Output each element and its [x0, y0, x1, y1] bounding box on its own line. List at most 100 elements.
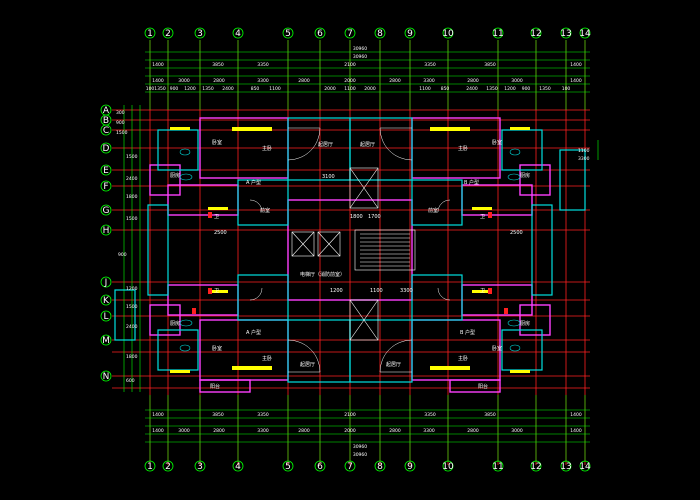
axis-bot-12: 12 — [530, 462, 541, 472]
label-elevator-hall: 电梯厅（消防前室） — [300, 271, 345, 278]
label-kitchen-tr: 厨房 — [520, 172, 530, 179]
bot-det-9: 2800 — [467, 428, 479, 434]
label-master-bedroom-br: 主卧 — [458, 355, 468, 362]
label-unit-a: A 户型 — [246, 179, 261, 186]
top-mid-8: 3300 — [423, 78, 435, 84]
axis-top-8: 8 — [377, 29, 383, 39]
top-det-1: 100 — [146, 86, 155, 92]
top-det-13: 850 — [441, 86, 450, 92]
top-det-3: 900 — [170, 86, 179, 92]
label-hall-right: 前室 — [428, 207, 438, 214]
axis-left-6: F — [103, 182, 108, 192]
axis-top-2: 2 — [165, 29, 171, 39]
bot-det-6: 2000 — [344, 428, 356, 434]
bot-mid-4: 2100 — [344, 412, 356, 418]
axis-left-7: G — [103, 206, 110, 216]
axis-left-1: A — [103, 106, 110, 116]
label-dim-1800: 1800 — [350, 214, 363, 220]
axis-left-11: L — [103, 312, 108, 322]
axis-top-6: 6 — [317, 29, 323, 39]
label-dim-1200: 1200 — [330, 288, 343, 294]
bot-det-11: 1400 — [570, 428, 582, 434]
label-bedroom-bl: 卧室 — [212, 345, 222, 352]
top-det-12: 1100 — [419, 86, 431, 92]
top-seg-7: 1400 — [570, 62, 582, 68]
label-kitchen-bl: 厨房 — [170, 320, 180, 327]
label-unit-b-bottom: B 户型 — [460, 329, 475, 336]
bottom-dims: 1400 3850 3350 2100 3350 3850 1400 1400 … — [152, 412, 582, 434]
top-overall-dim: 30960 — [353, 46, 367, 52]
bot-det-3: 2800 — [213, 428, 225, 434]
axis-left-10: K — [103, 296, 110, 306]
left-dim-12: 1800 — [126, 354, 138, 360]
fixtures — [179, 148, 521, 352]
axis-left-13: N — [103, 372, 110, 382]
fixtures-red — [192, 212, 508, 314]
bot-det-1: 1400 — [152, 428, 164, 434]
bot-mid-7: 1400 — [570, 412, 582, 418]
axis-left-2: B — [103, 116, 109, 126]
label-dim-2500-l: 2500 — [214, 230, 227, 236]
top-seg-6: 3850 — [484, 62, 496, 68]
label-unit-b: B 户型 — [464, 179, 479, 186]
label-living-room-br: 起居厅 — [386, 362, 401, 368]
top-det-19: 100 — [562, 86, 571, 92]
label-hall-left: 前室 — [260, 207, 270, 214]
bottom-overall-dim: 30960 — [353, 444, 367, 450]
top-mid-4: 3300 — [257, 78, 269, 84]
left-dim-13: 600 — [126, 378, 135, 384]
top-mid-11: 1400 — [570, 78, 582, 84]
top-mid-dims: 1400 3000 2800 3300 2800 2000 2800 3300 … — [152, 78, 582, 84]
label-toilet-tl: 卫 — [214, 214, 219, 220]
axis-bot-4: 4 — [235, 462, 241, 472]
axis-left-12: M — [102, 336, 110, 346]
axis-left-8: H — [103, 226, 110, 236]
axis-bubbles-top — [144, 27, 591, 39]
top-det-7: 850 — [251, 86, 260, 92]
label-bedroom-br: 卧室 — [492, 345, 502, 352]
axis-bot-1: 1 — [147, 462, 153, 472]
axis-bot-3: 3 — [197, 462, 203, 472]
bot-det-2: 3000 — [178, 428, 190, 434]
label-master-bedroom-tr: 主卧 — [458, 145, 468, 152]
axis-bot-14: 14 — [579, 462, 591, 472]
axis-top-14: 14 — [579, 29, 591, 39]
top-det-4: 1200 — [184, 86, 196, 92]
left-dim-9: 1200 — [126, 286, 138, 292]
axis-bot-5: 5 — [285, 462, 291, 472]
bottom-overall-dim-2: 30960 — [353, 452, 367, 458]
axis-top-1: 1 — [147, 29, 153, 39]
left-dim-1: 300 — [116, 110, 125, 116]
bot-mid-1: 1400 — [152, 412, 164, 418]
top-segment-dims: 1400 3850 3350 2100 3350 3850 1400 — [152, 62, 582, 68]
left-dim-10: 1500 — [126, 304, 138, 310]
top-det-18: 1350 — [539, 86, 551, 92]
top-det-14: 2400 — [466, 86, 478, 92]
bot-det-4: 3300 — [257, 428, 269, 434]
bot-mid-5: 3350 — [424, 412, 436, 418]
axis-top-4: 4 — [235, 29, 241, 39]
axis-bot-9: 9 — [407, 462, 413, 472]
label-balcony-br: 阳台 — [478, 383, 488, 390]
left-dim-7: 1500 — [126, 216, 138, 222]
top-detail-dims: 100 1350 900 1200 1350 2400 850 1100 200… — [146, 86, 571, 92]
axis-top-9: 9 — [407, 29, 413, 39]
axis-bot-13: 13 — [560, 462, 571, 472]
axis-top-12: 12 — [530, 29, 541, 39]
axis-labels-top: 1 2 3 4 5 6 7 8 9 10 11 12 13 14 — [147, 29, 591, 39]
label-bedroom-tl: 卧室 — [212, 139, 222, 146]
top-mid-2: 3000 — [178, 78, 190, 84]
top-overall-dim-2: 30960 — [353, 54, 367, 60]
top-det-6: 2400 — [222, 86, 234, 92]
right-dim-2: 3300 — [578, 156, 590, 162]
left-dim-11: 2400 — [126, 324, 138, 330]
axis-top-3: 3 — [197, 29, 203, 39]
label-dim-1100: 1100 — [370, 288, 383, 294]
right-dims: 1100 3300 — [578, 148, 590, 162]
axis-left-4: D — [103, 144, 110, 154]
top-det-8: 1100 — [269, 86, 281, 92]
top-mid-5: 2800 — [298, 78, 310, 84]
axis-top-13: 13 — [560, 29, 571, 39]
top-seg-4: 2100 — [344, 62, 356, 68]
top-seg-2: 3850 — [212, 62, 224, 68]
